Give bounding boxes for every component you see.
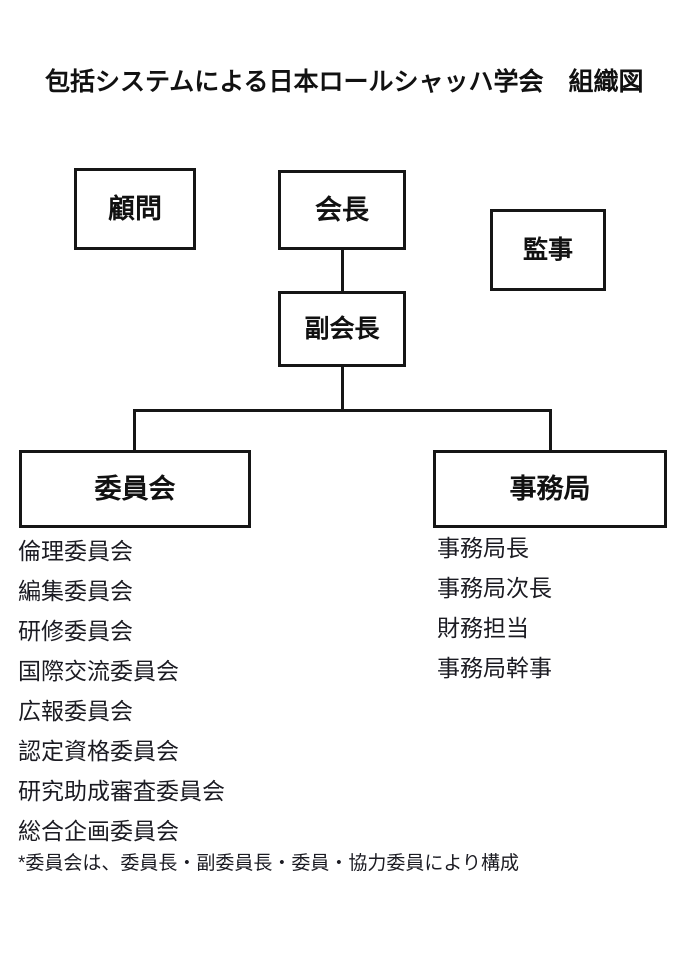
node-label-president: 会長 xyxy=(315,194,369,225)
node-label-advisor: 顧問 xyxy=(108,193,162,224)
connector-vice-president-stem xyxy=(341,366,344,411)
committee-list: 倫理委員会編集委員会研修委員会国際交流委員会広報委員会認定資格委員会研究助成審査… xyxy=(18,531,225,851)
connector-horizontal-bus xyxy=(133,409,552,412)
list-item: 研修委員会 xyxy=(18,618,133,644)
node-label-auditor: 監事 xyxy=(522,235,573,264)
footnote: *委員会は、委員長・副委員長・委員・協力委員により構成 xyxy=(18,853,520,874)
node-box-advisor: 顧問 xyxy=(74,168,196,250)
list-item: 事務局次長 xyxy=(437,575,552,601)
node-box-secretariat: 事務局 xyxy=(433,450,667,528)
node-box-vice-president: 副会長 xyxy=(278,291,406,367)
connector-bus-to-committee xyxy=(133,409,136,452)
connector-president-to-vice-president xyxy=(341,249,344,293)
node-box-committee: 委員会 xyxy=(19,450,251,528)
list-item: 財務担当 xyxy=(437,615,529,641)
list-item: 倫理委員会 xyxy=(18,538,133,564)
node-label-committee: 委員会 xyxy=(94,473,176,504)
list-item: 編集委員会 xyxy=(18,578,133,604)
list-item: 総合企画委員会 xyxy=(18,818,179,844)
node-label-vice-president: 副会長 xyxy=(304,314,380,343)
list-item: 広報委員会 xyxy=(18,698,133,724)
list-item: 国際交流委員会 xyxy=(18,658,179,684)
node-label-secretariat: 事務局 xyxy=(509,473,591,504)
list-item: 事務局幹事 xyxy=(437,655,552,681)
list-item: 認定資格委員会 xyxy=(18,738,179,764)
connector-bus-to-secretariat xyxy=(549,409,552,452)
secretariat-list: 事務局長事務局次長財務担当事務局幹事 xyxy=(437,528,552,688)
list-item: 研究助成審査委員会 xyxy=(18,778,225,804)
node-box-auditor: 監事 xyxy=(490,209,606,291)
node-box-president: 会長 xyxy=(278,170,406,250)
page-title: 包括システムによる日本ロールシャッハ学会 組織図 xyxy=(45,68,644,96)
list-item: 事務局長 xyxy=(437,535,529,561)
